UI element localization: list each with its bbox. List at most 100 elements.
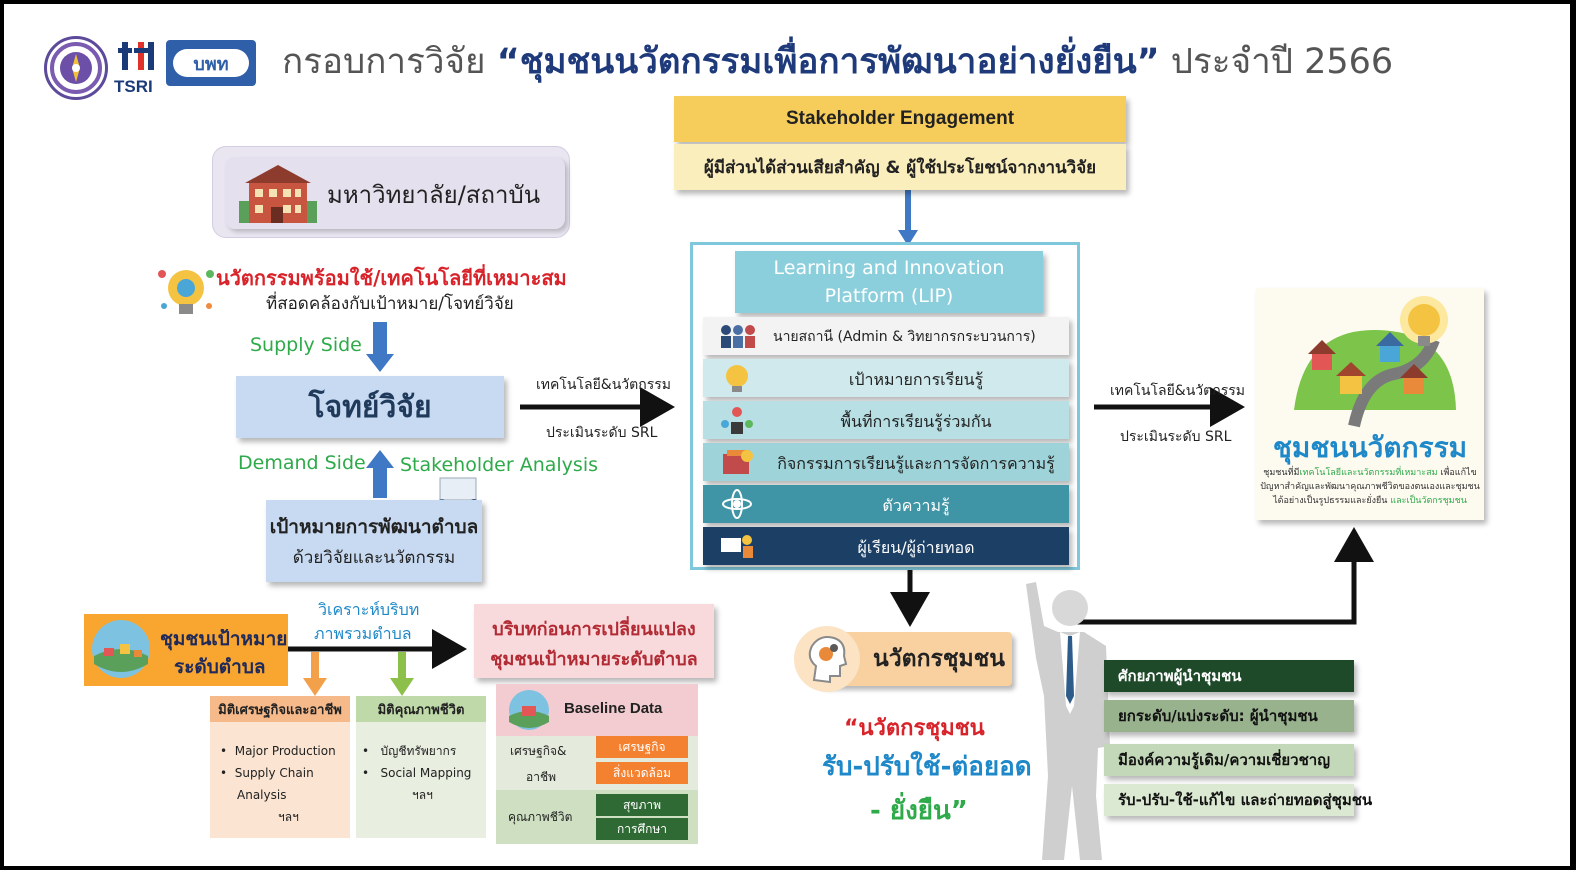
leader-bar-knowledge: มีองค์ความรู้เดิม/ความเชี่ยวชาญ	[1104, 744, 1354, 776]
tsri-logo-text: TSRI	[114, 77, 153, 96]
tsri-logo: TSRI	[114, 38, 160, 96]
title-suffix: ประจำปี 2566	[1170, 42, 1394, 82]
life-dimension-items: • บัญชีทรัพยากร • Social Mapping ฯลฯ	[362, 740, 471, 806]
context-analysis-line2: ภาพรวมตำบล	[314, 624, 412, 643]
university-building-icon	[239, 165, 317, 223]
blue-arrow-supply	[373, 322, 387, 356]
target-community-box: ชุมชนเป้าหมาย ระดับตำบล	[84, 614, 288, 686]
title-main: “ชุมชนนวัตกรรมเพื่อการพัฒนาอย่างยั่งยืน”	[496, 42, 1160, 82]
bwn-logo-text: บพท	[173, 49, 249, 77]
leader-bar-transfer: รับ-ปรับ-ใช้-แก้ไข และถ่ายทอดสู่ชุมชน	[1104, 784, 1372, 816]
desc-line1-c: เพื่อแก้ไข	[1437, 468, 1477, 478]
arrow2-bottom-label: ประเมินระดับ SRL	[1120, 429, 1232, 445]
econ-dimension-title: มิติเศรษฐกิจและอาชีพ	[210, 696, 350, 722]
life-dimension-title: มิติคุณภาพชีวิต	[356, 696, 486, 722]
life-etc: ฯลฯ	[412, 788, 433, 802]
baseline-life-label: คุณภาพชีวิต	[508, 810, 573, 824]
baseline-econ-label1: เศรษฐกิจ&	[510, 744, 567, 758]
leader-bar-potential: ศักยภาพผู้นำชุมชน	[1104, 660, 1354, 692]
supply-side-label: Supply Side	[250, 334, 362, 356]
lightbulb-icon	[726, 365, 748, 392]
people-icon	[721, 325, 755, 348]
econ-dimension-card: มิติเศรษฐกิจและอาชีพ • Major Production …	[210, 696, 350, 838]
context-analysis-line1: วิเคราะห์บริบท	[318, 600, 420, 619]
baseline-econ-label2: อาชีพ	[526, 770, 556, 784]
desc-line2: ปัญหาสำคัญและพัฒนาคุณภาพชีวิตของตนเองและ…	[1260, 482, 1480, 492]
target-community-line1: ชุมชนเป้าหมาย	[160, 628, 288, 650]
development-goal-box: เป้าหมายการพัฒนาตำบล ด้วยวิจัยและนวัตกรร…	[266, 500, 482, 582]
life-dimension-card: มิติคุณภาพชีวิต • บัญชีทรัพยากร • Social…	[356, 696, 486, 838]
lip-title-line1: Learning and Innovation	[773, 257, 1005, 279]
lip-title-line2: Platform (LIP)	[824, 285, 954, 307]
lip-row-learning-goal: เป้าหมายการเรียนรู้	[703, 359, 1069, 397]
stakeholder-engagement-title: Stakeholder Engagement	[674, 96, 1126, 142]
innovation-title: นวัตกรรมพร้อมใช้/เทคโนโลยีที่เหมาะสม	[216, 266, 567, 290]
connectors	[286, 190, 1374, 696]
books-icon	[723, 450, 753, 474]
innovation-subtitle: ที่สอดคล้องกับเป้าหมาย/โจทย์วิจัย	[266, 294, 514, 314]
title-prefix: กรอบการวิจัย	[282, 42, 486, 82]
desc-line1-a: ชุมชนที่มี	[1263, 468, 1300, 478]
desc-line3-a: ได้อย่างเป็นรูปธรรมและยั่งยืน	[1273, 496, 1391, 506]
baseline-tag-environment: สิ่งแวดล้อม	[596, 762, 688, 784]
desc-line3-b: และเป็นวัตกรชุมชน	[1390, 496, 1467, 506]
econ-item-3: Analysis	[237, 788, 287, 802]
stakeholder-analysis-label: Stakeholder Analysis	[400, 454, 598, 476]
baseline-data-icon	[509, 690, 549, 730]
pre-change-line2: ชุมชนเป้าหมายระดับตำบล	[490, 649, 698, 670]
community-innovation-card: ชุมชนนวัตกรรม ชุมชนที่มีเทคโนโลยีและนวัต…	[1256, 288, 1484, 520]
innovator-quote-line3: - ยั่งยืน”	[870, 796, 968, 826]
baseline-tag-economy: เศรษฐกิจ	[596, 736, 688, 758]
lip-row-admin: นายสถานี (Admin & วิทยากรกระบวนการ)	[703, 317, 1069, 355]
econ-etc: ฯลฯ	[278, 810, 299, 824]
development-goal-line1: เป้าหมายการพัฒนาตำบล	[269, 516, 479, 538]
target-community-line2: ระดับตำบล	[174, 656, 266, 678]
leader-person-icon	[1026, 582, 1110, 860]
lip-title-box: Learning and Innovation Platform (LIP)	[735, 251, 1043, 313]
baseline-data-title: Baseline Data	[564, 700, 663, 717]
innovator-quote-line1: “นวัตกรชุมชน	[844, 716, 985, 741]
pre-change-line1: บริบทก่อนการเปลี่ยนแปลง	[492, 619, 696, 640]
baseline-tag-education: การศึกษา	[596, 818, 688, 840]
life-item-1: • บัญชีทรัพยากร	[362, 744, 457, 758]
learner-icon	[721, 535, 753, 558]
lip-row-activities-label: กิจกรรมการเรียนรู้และการจัดการความรู้	[777, 454, 1055, 473]
arrow2-top-label: เทคโนโลยี&นวัตกรรม	[1110, 383, 1245, 399]
lip-row-learners: ผู้เรียน/ผู้ถ่ายทอด	[703, 527, 1069, 565]
community-innovation-title: ชุมชนนวัตกรรม	[1272, 431, 1468, 464]
lip-row-knowledge-label: ตัวความรู้	[882, 496, 950, 515]
research-question-box: โจทย์วิจัย	[236, 376, 504, 438]
lip-row-admin-label: นายสถานี (Admin & วิทยากรกระบวนการ)	[773, 329, 1036, 345]
innovation-lightbulb-icon	[158, 270, 214, 314]
econ-dimension-items: • Major Production • Supply Chain Analys…	[220, 740, 336, 828]
atom-icon	[722, 489, 752, 519]
development-goal-line2: ด้วยวิจัยและนวัตกรรม	[292, 548, 456, 568]
slide: TSRI บพท กรอบการวิจัย “ชุมชนนวัตกรรมเพื่…	[4, 4, 1570, 866]
community-innovation-desc: ชุมชนที่มีเทคโนโลยีและนวัตกรรมที่เหมาะสม…	[1256, 466, 1484, 508]
lip-row-learning-space: พื้นที่การเรียนรู้ร่วมกัน	[703, 401, 1069, 439]
green-arrow	[398, 652, 406, 680]
baseline-data-card: Baseline Data เศรษฐกิจ& อาชีพ เศรษฐกิจ ส…	[496, 684, 698, 844]
network-icon	[721, 407, 753, 434]
blue-arrow-demand	[373, 466, 387, 498]
university-seal-icon	[44, 36, 108, 100]
village-globe-icon	[92, 620, 150, 678]
lip-row-learning-space-label: พื้นที่การเรียนรู้ร่วมกัน	[840, 412, 992, 431]
university-card: มหาวิทยาลัย/สถาบัน	[212, 146, 570, 238]
lip-row-learners-label: ผู้เรียน/ผู้ถ่ายทอด	[857, 538, 975, 557]
university-label: มหาวิทยาลัย/สถาบัน	[327, 181, 541, 209]
econ-item-2: • Supply Chain	[220, 766, 314, 780]
community-village-icon	[1294, 296, 1456, 428]
lip-row-knowledge: ตัวความรู้	[703, 485, 1069, 523]
innovator-head-icon	[794, 626, 860, 692]
page-title: กรอบการวิจัย “ชุมชนนวัตกรรมเพื่อการพัฒนา…	[282, 38, 1393, 86]
lip-row-learning-goal-label: เป้าหมายการเรียนรู้	[848, 370, 984, 389]
arrow1-top-label: เทคโนโลยี&นวัตกรรม	[536, 377, 671, 393]
leader-bar-level: ยกระดับ/แบ่งระดับ: ผู้นำชุมชน	[1104, 700, 1354, 732]
arrow1-bottom-label: ประเมินระดับ SRL	[546, 425, 658, 441]
baseline-tag-health: สุขภาพ	[596, 794, 688, 816]
stakeholder-engagement-subtitle: ผู้มีส่วนได้ส่วนเสียสำคัญ & ผู้ใช้ประโยช…	[674, 144, 1126, 190]
econ-item-1: • Major Production	[220, 744, 336, 758]
innovator-quote-line2: รับ-ปรับใช้-ต่อยอด	[822, 752, 1032, 782]
demand-side-label: Demand Side	[238, 452, 366, 474]
